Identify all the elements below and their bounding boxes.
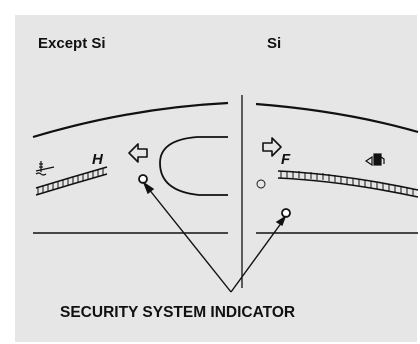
security-indicator-right xyxy=(281,208,291,218)
callout-arrows xyxy=(142,181,287,293)
si-label: Si xyxy=(267,35,282,52)
speedometer-outline xyxy=(159,136,228,196)
turn-signal-left-icon xyxy=(128,143,148,163)
inactive-indicator-right xyxy=(256,179,266,189)
fuel-gauge: F xyxy=(277,151,419,198)
coolant-temperature-icon xyxy=(35,161,47,176)
security-system-indicator-label: SECURITY SYSTEM INDICATOR xyxy=(60,304,296,321)
fuel-pump-icon xyxy=(364,153,385,167)
fuel-full-letter: F xyxy=(281,151,291,168)
dashboard-arc-left xyxy=(32,101,229,139)
temp-hot-letter: H xyxy=(92,151,104,168)
security-indicator-left xyxy=(138,174,148,184)
except-si-label: Except Si xyxy=(38,35,106,52)
temperature-gauge: H xyxy=(35,151,108,196)
dashboard-arc-right xyxy=(255,102,419,134)
turn-signal-right-icon xyxy=(262,137,282,157)
